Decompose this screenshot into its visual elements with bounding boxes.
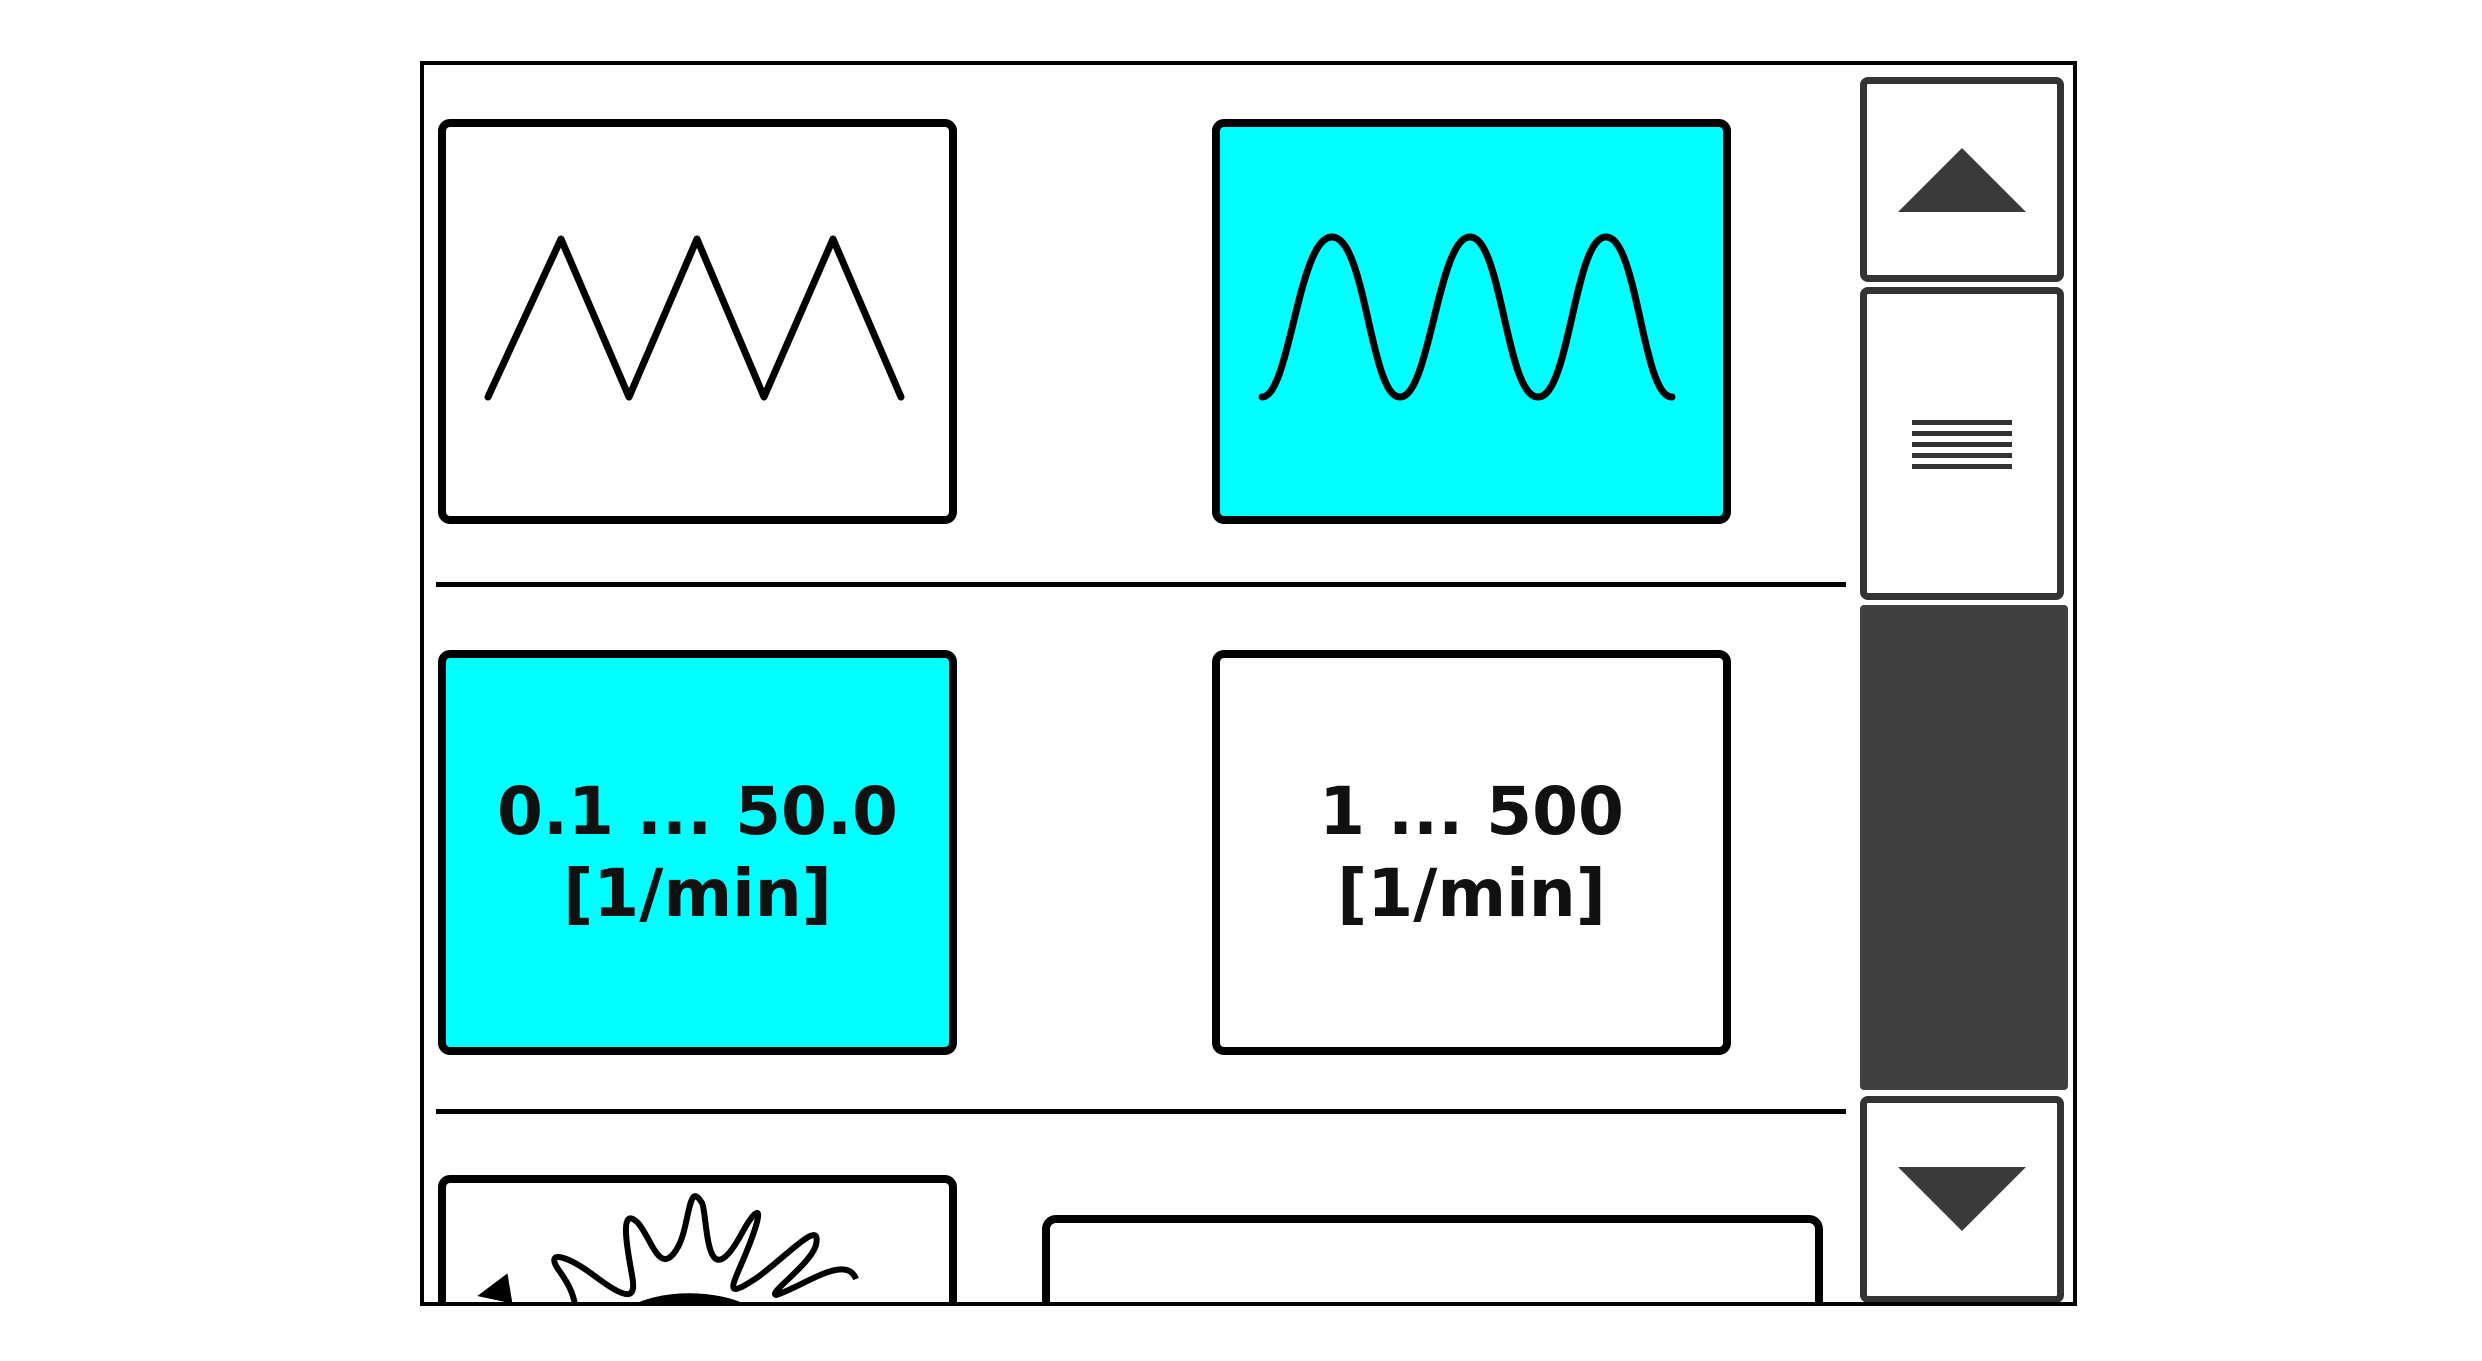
triangle-wave-icon [484, 235, 905, 401]
row-divider [436, 1109, 1846, 1114]
range-value: 1 ... 500 [1319, 772, 1624, 850]
scroll-track[interactable] [1860, 605, 2068, 1090]
range-unit: [1/min] [1337, 854, 1606, 932]
sine-wave-icon [1258, 233, 1676, 401]
range-value: 0.1 ... 50.0 [497, 772, 898, 850]
triangle-wave-button[interactable] [438, 119, 957, 524]
blank-option-button[interactable] [1042, 1215, 1823, 1302]
sun-rotation-icon [477, 1193, 859, 1302]
scroll-down-button[interactable] [1860, 1096, 2064, 1302]
arrow-up-icon [1898, 148, 2026, 212]
range-label: 1 ... 500 [1/min] [1220, 771, 1723, 935]
range-button-high[interactable]: 1 ... 500 [1/min] [1212, 650, 1731, 1055]
grip-lines-icon [1912, 419, 2012, 469]
sine-wave-button[interactable] [1212, 119, 1731, 524]
range-unit: [1/min] [563, 854, 832, 932]
options-panel: 0.1 ... 50.0 [1/min] 1 ... 500 [1/min] [420, 61, 2077, 1306]
range-label: 0.1 ... 50.0 [1/min] [446, 771, 949, 935]
scroll-handle-button[interactable] [1860, 287, 2064, 600]
row-divider [436, 582, 1846, 587]
arrow-down-icon [1898, 1167, 2026, 1231]
rotation-mode-button[interactable] [438, 1175, 957, 1302]
scroll-up-button[interactable] [1860, 77, 2064, 282]
range-button-low[interactable]: 0.1 ... 50.0 [1/min] [438, 650, 957, 1055]
